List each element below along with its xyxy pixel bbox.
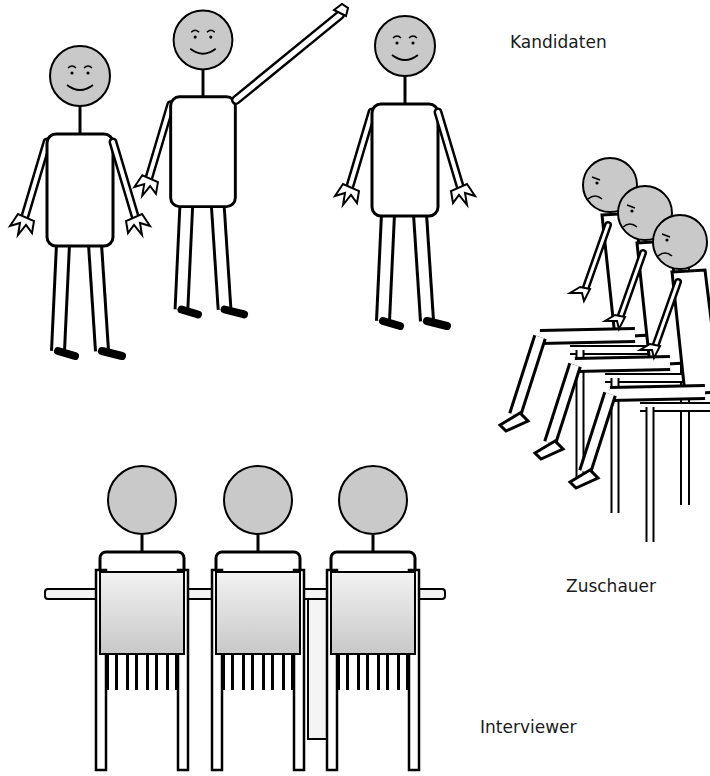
group-label: Kandidaten	[510, 32, 607, 52]
group-label: Interviewer	[480, 717, 577, 737]
table-leg	[308, 599, 328, 739]
candidate-figure	[134, 4, 348, 314]
group-label: Zuschauer	[566, 576, 656, 596]
interviewer-figure	[327, 466, 419, 770]
spectator-figure	[570, 215, 710, 562]
interviewer-figure	[96, 466, 188, 770]
candidate-figure	[335, 16, 475, 326]
candidate-figure	[10, 46, 150, 356]
interviewer-figure	[212, 466, 304, 770]
